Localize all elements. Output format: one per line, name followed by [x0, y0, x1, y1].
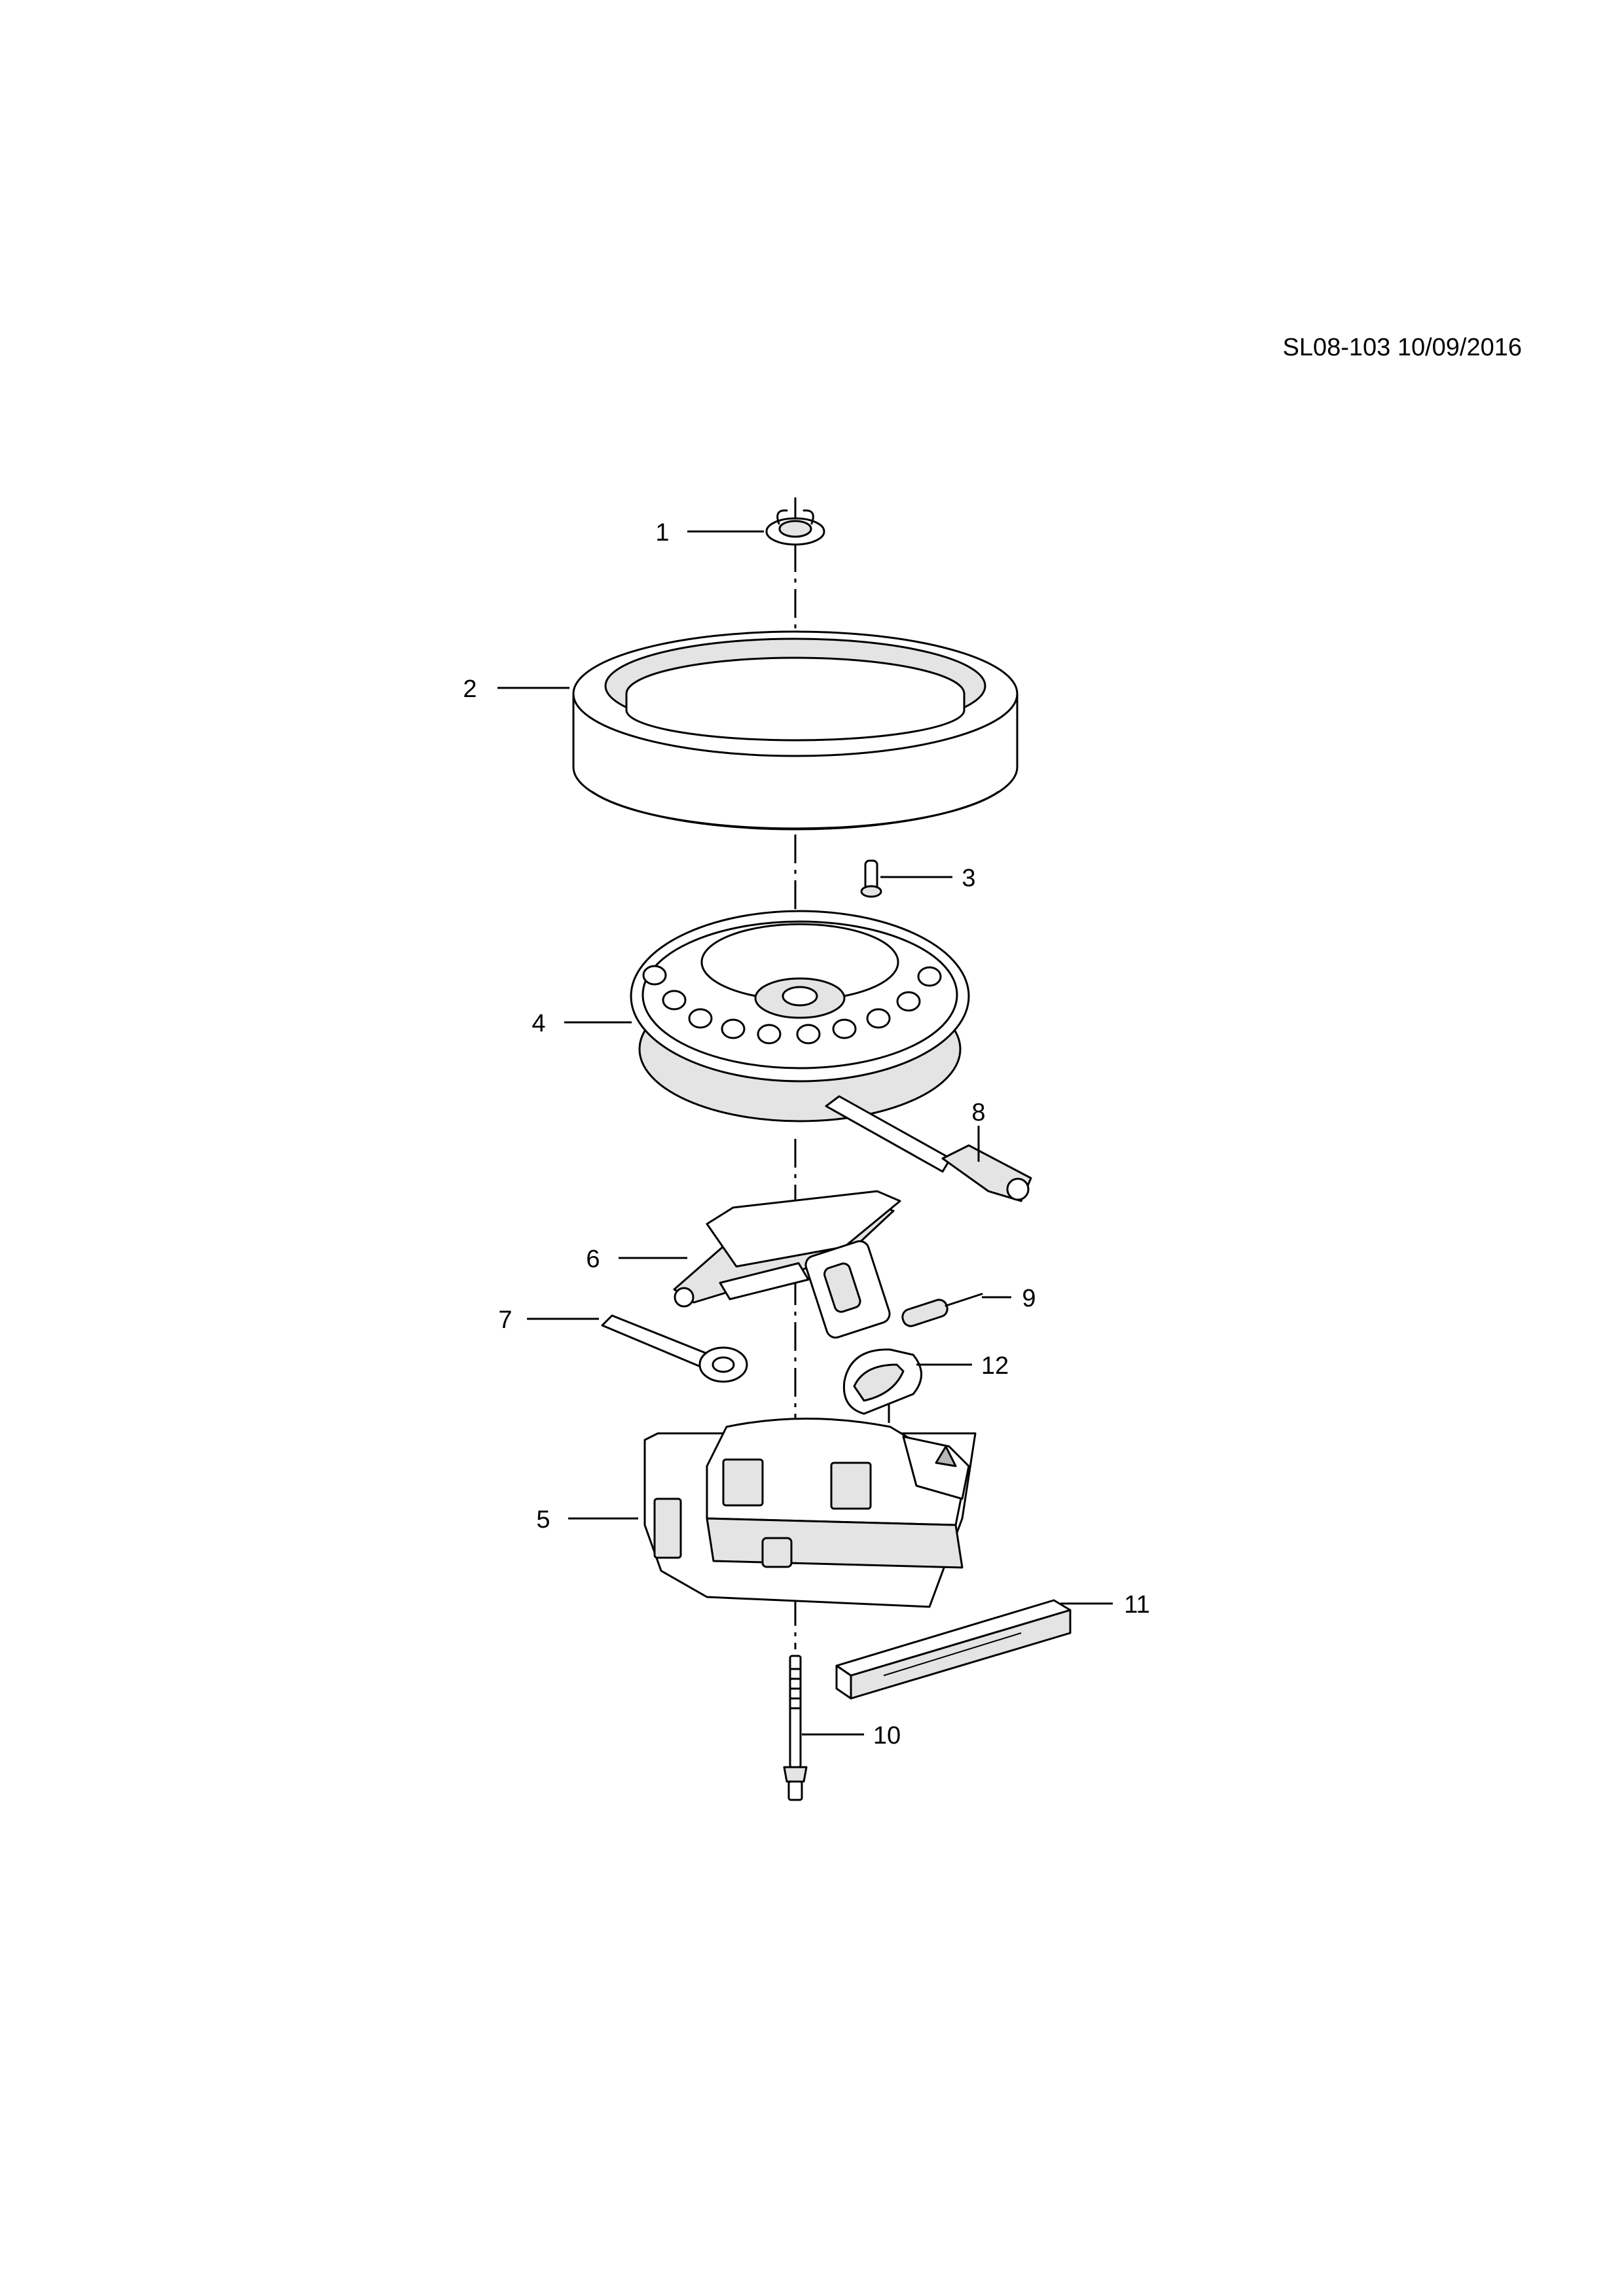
part-5-tool-holder-tray	[643, 1418, 977, 1608]
diagram-reference-code: SL08-103 10/09/2016	[1282, 334, 1522, 361]
part-6-scissor-jack	[673, 1190, 901, 1339]
callout-7: 7	[498, 1306, 512, 1334]
wheel-vent-holes	[642, 965, 942, 1045]
part-4-steel-wheel	[630, 910, 970, 1122]
part-10-bolt	[783, 1655, 808, 1801]
callout-11: 11	[1124, 1591, 1149, 1619]
callout-5: 5	[536, 1506, 550, 1534]
callout-12: 12	[981, 1352, 1009, 1380]
part-11-label-strip	[835, 1599, 1072, 1700]
callout-2: 2	[463, 675, 477, 703]
callout-3: 3	[962, 865, 975, 892]
callout-1: 1	[655, 519, 669, 547]
part-9-screwdriver	[901, 1293, 983, 1327]
callout-8: 8	[971, 1099, 985, 1126]
part-12-tool-bag	[842, 1348, 922, 1415]
part-7-towing-eye	[601, 1314, 748, 1383]
part-1-wing-nut	[765, 509, 825, 546]
callout-4: 4	[532, 1010, 545, 1037]
part-3-valve-stem	[860, 859, 882, 898]
callout-9: 9	[1022, 1285, 1036, 1312]
part-8-wheel-brace	[825, 1095, 1032, 1202]
callout-10: 10	[873, 1722, 901, 1749]
callout-6: 6	[586, 1246, 600, 1273]
part-2-tyre	[572, 630, 1019, 831]
